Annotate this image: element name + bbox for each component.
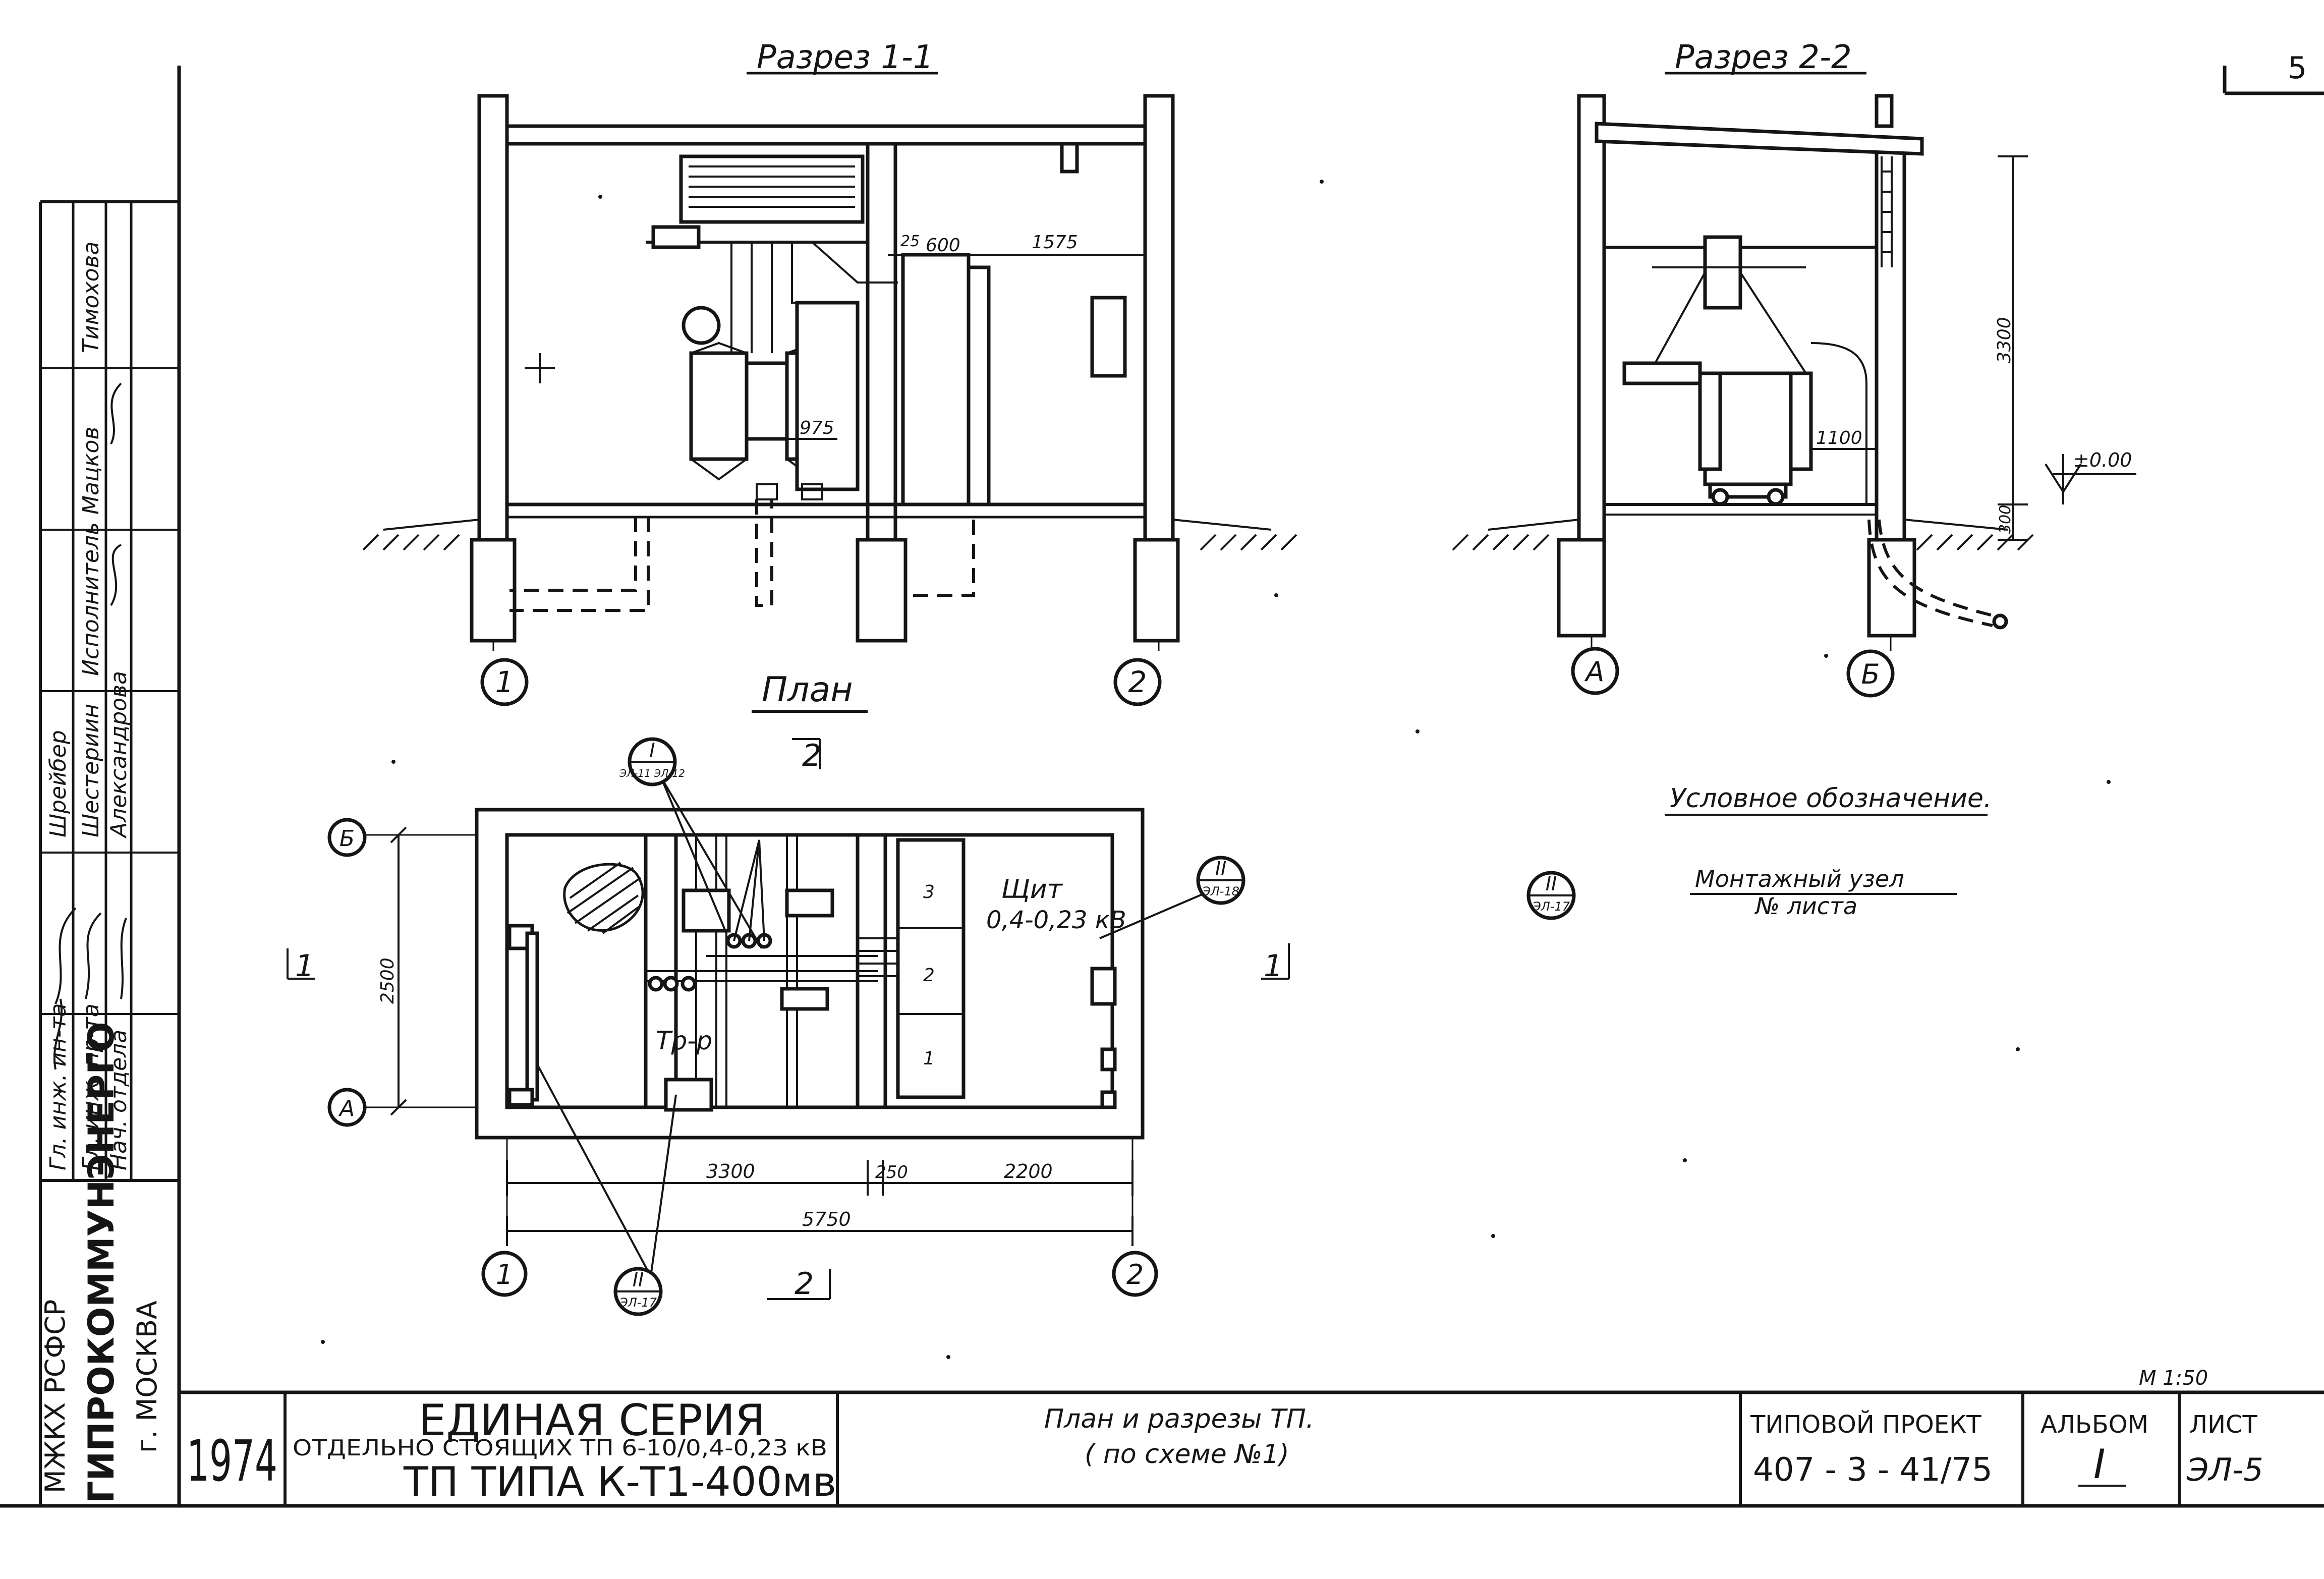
s1-dim-1575: 1575	[1032, 232, 1078, 253]
s1-axis-1: 1	[495, 665, 514, 699]
plan-dim-3300: 3300	[706, 1160, 755, 1182]
tb-series-title: ЕДИНАЯ СЕРИЯ	[419, 1395, 765, 1446]
tb-project-no: 407 - 3 - 41/75	[1753, 1451, 1993, 1489]
plan-dim-250: 250	[875, 1162, 908, 1182]
scale-note: М 1:50	[2139, 1367, 2208, 1390]
tb-sheet-label: ЛИСТ	[2189, 1411, 2258, 1439]
callout-1-roman: I	[649, 739, 655, 761]
stamp-name-5: Мацков	[78, 427, 104, 515]
section-1-1: Разрез 1-1	[362, 39, 1297, 706]
callout-3-roman: II	[633, 1269, 644, 1291]
sheet-number-top: 5	[2288, 50, 2307, 86]
plan-axis-2: 2	[1126, 1259, 1144, 1290]
plan-section-mark-bottom: 2	[795, 1266, 814, 1302]
stamp-signatures	[53, 382, 127, 1070]
stamp-org-2: ГИПРОКОММУНЭНЕРГО	[81, 1022, 122, 1503]
s2-dim-300: 300	[1997, 505, 2014, 534]
title-block: 1974 ЕДИНАЯ СЕРИЯ ОТДЕЛЬНО СТОЯЩИХ ТП 6-…	[187, 1392, 2263, 1506]
plan-section-mark-top: 2	[802, 738, 821, 773]
s2-dim-3300: 3300	[1994, 317, 2015, 363]
callout-1-sheet: ЭЛ-11 ЭЛ-12	[619, 767, 685, 779]
plan-panel-cell-1: 1	[923, 1048, 935, 1069]
plan-panel-cell-3: 3	[923, 882, 935, 903]
plan-dim-2500: 2500	[377, 957, 398, 1004]
side-stamp: Гл. инж. ин-та Гл. инж. пр-та Нач. отдел…	[39, 200, 179, 1506]
legend-label-1: Монтажный узел	[1695, 865, 1904, 892]
print-specks	[321, 180, 2111, 1359]
plan-panel-label-1: Щит	[1001, 874, 1063, 905]
plan-panel-label-2: 0,4-0,23 кВ	[986, 906, 1126, 934]
tb-year: 1974	[187, 1429, 277, 1494]
stamp-org-3: г. МОСКВА	[131, 1301, 163, 1453]
plan-transformer-label: Тр-р	[656, 1026, 712, 1055]
s1-dim-600: 600	[926, 235, 960, 256]
stamp-role-2: Гл. инж. пр-та	[78, 1003, 104, 1170]
section-2-2: Разрез 2-2 3300 1100 30	[1452, 39, 2136, 698]
stamp-role-1: Гл. инж. ин-та	[45, 1003, 71, 1170]
tb-series-sub: ОТДЕЛЬНО СТОЯЩИХ ТП 6-10/0,4-0,23 кВ	[293, 1435, 827, 1461]
plan-axis-b: Б	[339, 826, 355, 852]
tb-sheet-no: ЭЛ-5	[2186, 1451, 2263, 1488]
stamp-name-1: Шрейбер	[45, 730, 71, 837]
plan-cut-left: 1	[295, 948, 314, 984]
callout-3-sheet: ЭЛ-17	[619, 1295, 657, 1310]
callout-2-roman: II	[1215, 858, 1226, 880]
legend-symbol-roman: II	[1546, 873, 1557, 895]
s2-level: ±0.00	[2073, 449, 2132, 471]
stamp-name-4: Исполнитель	[78, 522, 104, 676]
section-2-2-title: Разрез 2-2	[1675, 39, 1852, 76]
plan-cut-right: 1	[1264, 948, 1283, 984]
stamp-org-1: МЖКХ РСФСР	[39, 1300, 71, 1493]
tb-tp-type: ТП ТИПА К-Т1-400мв	[403, 1458, 836, 1505]
legend-label-2: № листа	[1754, 892, 1857, 920]
tb-album-label: АЛЬБОМ	[2040, 1411, 2148, 1439]
sheet-frame: 5	[0, 50, 2324, 1508]
s1-dim-25: 25	[900, 233, 920, 250]
stamp-name-6: Тимохова	[78, 242, 104, 353]
s1-dim-975: 975	[800, 418, 834, 438]
plan-title: План	[762, 670, 853, 710]
callout-2-sheet: ЭЛ-18	[1202, 884, 1239, 898]
stamp-name-3: Александрова	[106, 671, 132, 839]
s2-axis-a: А	[1584, 656, 1605, 688]
tb-sheet-title-2: ( по схеме №1)	[1085, 1439, 1289, 1470]
stamp-role-3: Нач. отдела	[106, 1030, 132, 1170]
legend-title: Условное обозначение.	[1670, 783, 1992, 814]
plan-axis-1: 1	[496, 1259, 513, 1290]
tb-sheet-title-1: План и разрезы ТП.	[1044, 1404, 1314, 1434]
s2-dim-1100: 1100	[1816, 428, 1862, 448]
plan-dim-2200: 2200	[1004, 1160, 1053, 1182]
legend-symbol-sheet: ЭЛ-17	[1532, 899, 1570, 914]
legend: Условное обозначение. II ЭЛ-17 Монтажный…	[1526, 783, 1992, 920]
plan-view: План 2 3 2 1	[287, 670, 1290, 1316]
s2-axis-b: Б	[1861, 658, 1880, 690]
plan-panel-cell-2: 2	[923, 965, 935, 986]
s1-axis-2: 2	[1128, 665, 1147, 699]
section-1-1-title: Разрез 1-1	[757, 39, 934, 76]
tb-album-no: I	[2093, 1441, 2106, 1488]
plan-dim-5750: 5750	[802, 1208, 851, 1230]
stamp-name-2: Шестериин	[78, 704, 104, 837]
tb-project-label: ТИПОВОЙ ПРОЕКТ	[1750, 1410, 1981, 1439]
plan-axis-a: А	[338, 1096, 355, 1121]
